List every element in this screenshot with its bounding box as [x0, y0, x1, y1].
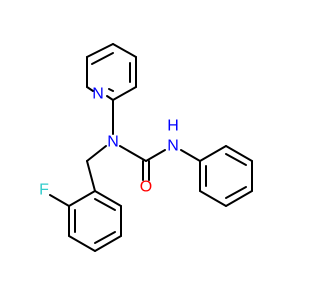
bond	[199, 145, 227, 162]
pyridine-ring	[86, 43, 137, 101]
bond	[86, 145, 107, 162]
bond	[112, 86, 137, 101]
bond	[86, 86, 94, 92]
bond	[145, 149, 166, 162]
bond	[86, 43, 114, 58]
fluorine-label: F	[39, 182, 49, 199]
bond	[119, 145, 147, 162]
amide-nitrogen-label: N	[107, 134, 119, 151]
carbonyl-oxygen-label: O	[140, 179, 152, 196]
fluorobenzyl-ring	[68, 190, 122, 252]
bond	[68, 190, 96, 207]
bond	[225, 145, 253, 162]
bond	[225, 153, 247, 166]
bond	[94, 198, 116, 211]
nh-nitrogen-label: N	[167, 138, 179, 155]
bond	[108, 88, 114, 92]
bond	[106, 95, 114, 101]
bond	[225, 186, 247, 199]
bond	[49, 194, 70, 207]
bond	[94, 190, 122, 207]
structure-svg: N N H O F N	[39, 43, 253, 252]
bond	[180, 149, 201, 162]
bond	[112, 43, 137, 58]
nh-hydrogen-label: H	[167, 118, 179, 135]
pyridine-nitrogen-label: N	[92, 86, 104, 103]
phenyl-ring	[199, 145, 253, 207]
bond	[91, 52, 114, 65]
bond	[68, 235, 96, 252]
bond	[86, 160, 96, 192]
bond	[199, 190, 227, 207]
bond	[94, 235, 122, 252]
bond	[94, 231, 116, 244]
bond	[225, 190, 253, 207]
molecule-diagram: N N H O F N	[39, 43, 253, 252]
